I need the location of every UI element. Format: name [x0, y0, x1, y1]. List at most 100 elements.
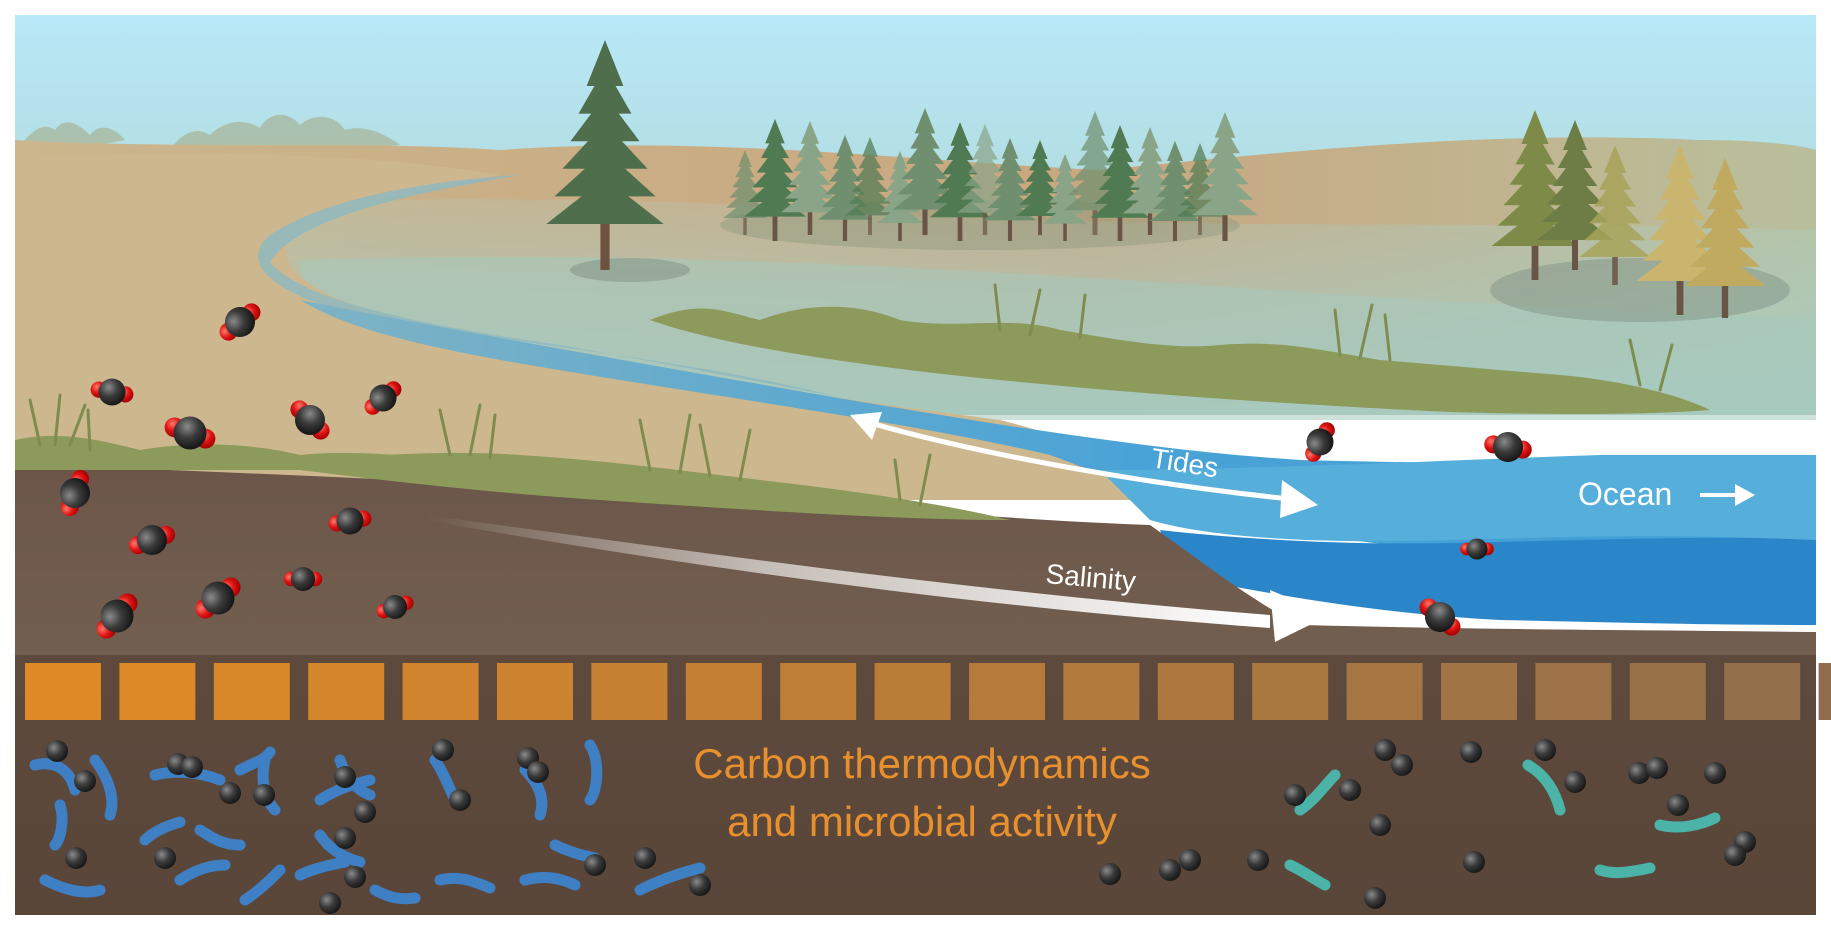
thermodynamic-block: [1724, 663, 1801, 720]
carbon-atom-icon: [527, 761, 549, 783]
salinity-arrowhead: [1270, 590, 1330, 642]
conifer-tree-icon: [723, 150, 767, 235]
carbon-atom-icon: [1179, 849, 1201, 871]
thermodynamic-block-row: [25, 663, 1831, 720]
tree-shadow: [570, 258, 690, 282]
carbon-atom-icon: [449, 789, 471, 811]
co2-molecules: [60, 303, 1532, 639]
microbe-icon: [314, 774, 376, 806]
thermodynamic-block: [119, 663, 196, 720]
carbon-atom-icon: [1339, 779, 1361, 801]
carbon-atom-icon: [1284, 784, 1306, 806]
microbe-icon: [174, 859, 231, 886]
caption-line-1: Carbon thermodynamics: [693, 740, 1151, 787]
carbon-atom-icon: [1564, 771, 1586, 793]
carbon-atom-icon: [1628, 762, 1650, 784]
thermodynamic-block: [1252, 663, 1329, 720]
microbe-icon: [29, 758, 81, 796]
carbon-atom-icon: [1391, 754, 1413, 776]
carbon-atom-icon: [253, 784, 275, 806]
thermodynamic-block: [591, 663, 668, 720]
carbon-atom-icon: [1534, 739, 1556, 761]
co2-molecule-icon: [60, 469, 90, 517]
microbe-icon: [1284, 859, 1331, 891]
carbon-atom-icon: [181, 756, 203, 778]
marsh-grass-center: [300, 452, 1010, 520]
carbon-atom-icon: [1247, 849, 1269, 871]
microbe-icon: [234, 746, 276, 776]
thermodynamic-block: [1441, 663, 1517, 720]
microbe-icon: [139, 816, 186, 846]
co2-molecule-icon: [283, 567, 323, 591]
co2-molecule-icon: [164, 416, 216, 450]
carbon-atom-icon: [1374, 739, 1396, 761]
carbon-atom-icon: [1463, 851, 1485, 873]
microbe-icon: [1522, 759, 1566, 816]
co2-molecule-icon: [128, 525, 176, 555]
caption-line-2: and microbial activity: [727, 798, 1117, 845]
microbe-icon: [434, 872, 496, 894]
microbe-icon: [369, 884, 421, 905]
thermodynamic-block: [1818, 663, 1831, 720]
carbon-atom-icon: [344, 866, 366, 888]
thermodynamic-block: [780, 663, 857, 720]
co2-molecule-icon: [1484, 432, 1532, 462]
microbe-icon: [634, 862, 706, 896]
tides-arrowhead-left: [850, 412, 882, 440]
thermodynamic-block: [25, 663, 101, 720]
carbon-atom-icon: [1704, 762, 1726, 784]
microbe-icon: [1594, 862, 1656, 879]
carbon-atom-icon: [154, 847, 176, 869]
carbon-atom-icon: [432, 739, 454, 761]
carbon-atoms: [46, 739, 1756, 914]
ocean-surface: [1100, 455, 1816, 542]
conifer-tree-icon: [1636, 145, 1724, 315]
thermodynamic-block: [1535, 663, 1612, 720]
microbe-icon: [1294, 769, 1341, 816]
carbon-atom-icon: [74, 770, 96, 792]
carbon-atom-icon: [1159, 859, 1181, 881]
carbon-atom-icon: [319, 892, 341, 914]
carbon-atom-icon: [354, 801, 376, 823]
carbon-atom-icon: [65, 847, 87, 869]
co2-molecule-icon: [195, 577, 241, 619]
carbon-atom-icon: [46, 740, 68, 762]
thermodynamic-block: [969, 663, 1045, 720]
microbe-icon: [89, 754, 118, 821]
conifer-tree-icon: [546, 40, 664, 270]
carbon-atom-icon: [1460, 741, 1482, 763]
thermodynamic-block: [1157, 663, 1234, 720]
microbe-icon: [39, 874, 106, 898]
microbe-icon: [519, 872, 581, 891]
co2-molecule-icon: [96, 593, 138, 639]
thermodynamic-block: [497, 663, 573, 720]
conifer-tree-icon: [743, 119, 807, 241]
co2-molecule-icon: [1460, 538, 1494, 560]
arrow-right-icon: [1700, 484, 1755, 506]
co2-molecule-icon: [364, 381, 402, 415]
carbon-atom-icon: [1369, 814, 1391, 836]
co2-molecule-icon: [376, 594, 414, 620]
carbon-atom-icon: [584, 854, 606, 876]
thermodynamic-block: [874, 663, 951, 720]
microbe-icon: [314, 829, 366, 868]
mid-soil: [15, 465, 1816, 660]
co2-molecule-icon: [290, 400, 330, 440]
conifer-tree-icon: [1015, 140, 1065, 235]
marsh-grass-right: [650, 306, 1710, 415]
double-arrow-icon: [859, 417, 1301, 503]
ocean-indicator: Ocean: [1578, 476, 1755, 512]
thermodynamic-block: [1346, 663, 1423, 720]
ocean: [1160, 530, 1816, 625]
conifer-tree-icon: [1684, 158, 1766, 318]
tides-arrowhead-right: [1280, 480, 1318, 518]
co2-molecule-icon: [328, 507, 372, 535]
carbon-atom-icon: [689, 874, 711, 896]
thermodynamic-block: [1629, 663, 1706, 720]
carbon-atom-icon: [334, 827, 356, 849]
grass-blades: [28, 283, 1674, 507]
carbon-atom-icon: [334, 766, 356, 788]
co2-molecule-icon: [1419, 598, 1461, 636]
microbe-icon: [1654, 812, 1721, 833]
thermodynamic-block: [1063, 663, 1140, 720]
